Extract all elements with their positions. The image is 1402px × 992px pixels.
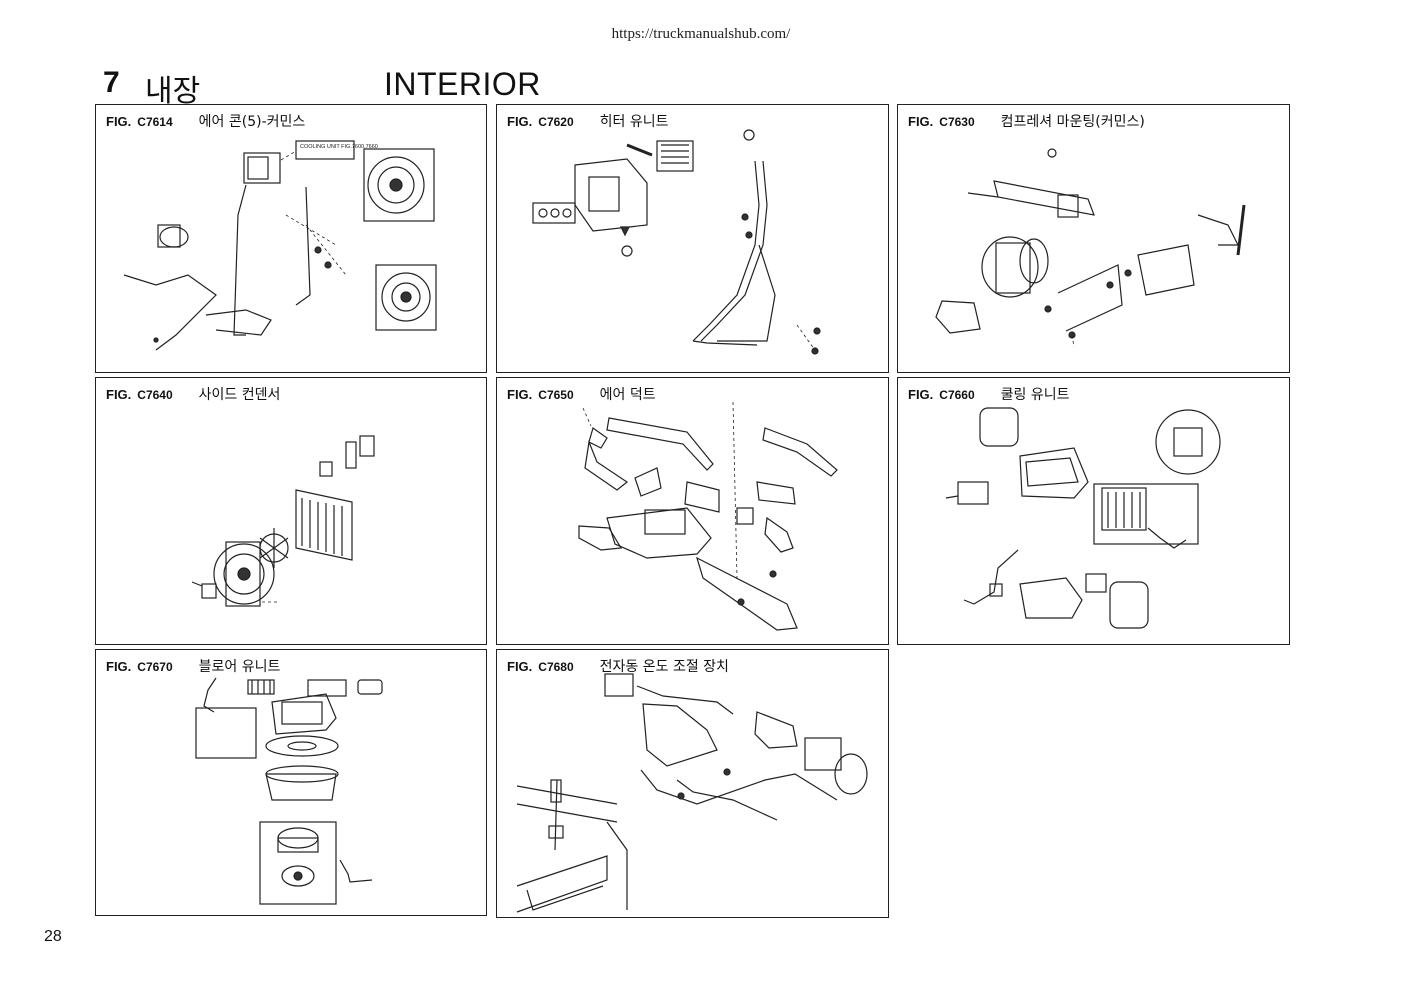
blower-unit-diagram	[195, 677, 383, 905]
page-number: 28	[44, 928, 62, 945]
cooling-unit-callout: COOLING UNIT FIG.7600,7660	[300, 144, 378, 150]
section-title-english: INTERIOR	[384, 66, 541, 102]
air-con-diagram: COOLING UNIT FIG.7600,7660	[123, 140, 437, 351]
side-condenser-diagram	[191, 435, 375, 607]
compressor-mounting-diagram	[935, 148, 1246, 348]
cooling-unit-diagram	[945, 407, 1221, 629]
section-number: 7	[103, 66, 120, 99]
air-duct-diagram	[578, 401, 838, 631]
source-url[interactable]: https://truckmanualshub.com/	[611, 26, 791, 42]
auto-temperature-control-diagram	[516, 673, 868, 913]
heater-unit-diagram	[532, 129, 821, 355]
section-title-korean: 내장	[145, 74, 201, 109]
